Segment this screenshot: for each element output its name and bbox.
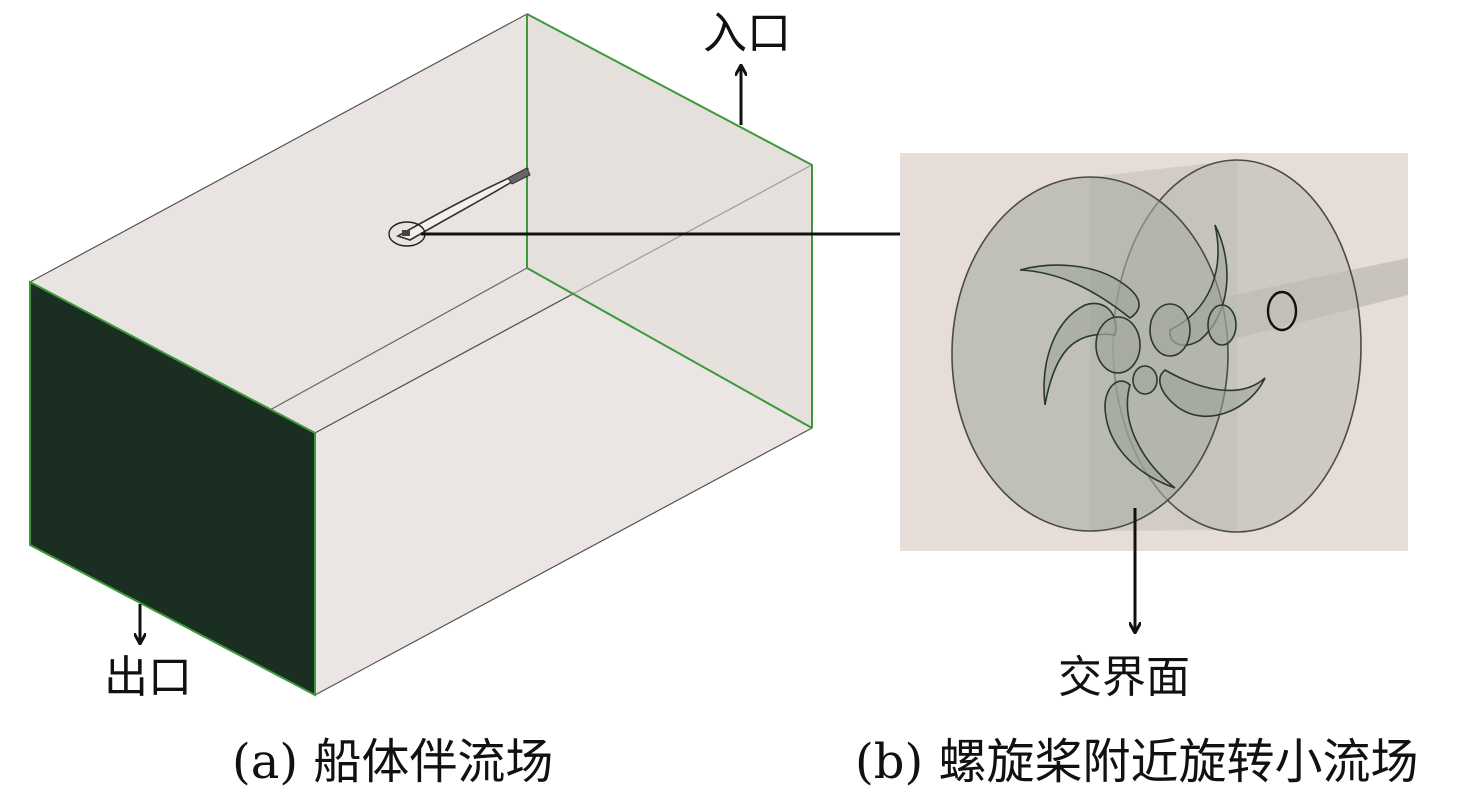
blade-2 [1043, 302, 1117, 406]
hub-middle [1149, 303, 1191, 357]
blade-1 [1019, 264, 1140, 319]
outlet-face [29, 280, 316, 697]
inlet-edge-bottom [526, 267, 813, 429]
caption-a: (a) 船体伴流场 [232, 734, 554, 790]
hull-stern-detail [507, 167, 531, 185]
blade-3 [1104, 380, 1176, 489]
hull-wake-domain-box [28, 13, 814, 697]
caption-b: (b) 螺旋桨附近旋转小流场 [855, 734, 1419, 790]
propeller-marker-dot [402, 230, 410, 236]
hub-rear [1207, 304, 1237, 346]
propeller-hub [1095, 303, 1237, 395]
rotating-domain-front-disc [951, 176, 1229, 532]
outlet-label: 出口 [104, 652, 192, 703]
inlet-label: 入口 [703, 8, 791, 59]
blade-4 [1159, 369, 1266, 418]
shaft-ring [1266, 290, 1298, 332]
box-inner-edge [269, 267, 528, 411]
box-back-face [527, 14, 812, 428]
interface-label: 交界面 [1058, 652, 1190, 703]
hub-front [1095, 316, 1141, 374]
propeller-zoom-panel [900, 153, 1408, 551]
inlet-edge-top [526, 13, 813, 166]
hub-lower [1132, 365, 1158, 395]
